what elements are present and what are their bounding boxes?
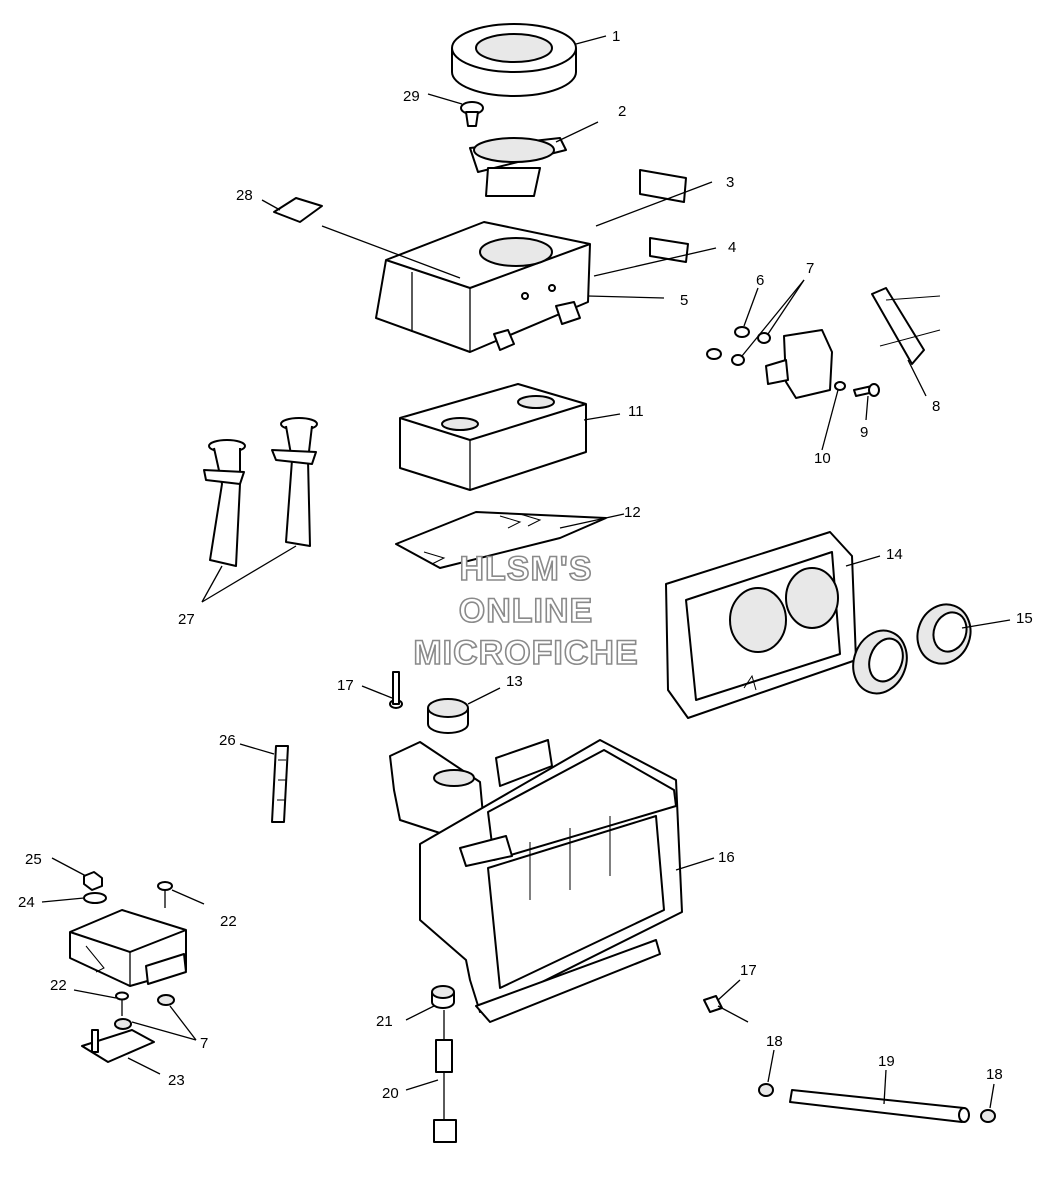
part-21-grommet — [431, 985, 455, 1009]
callout-7-lower: 7 — [200, 1035, 208, 1052]
leader-lines — [41, 35, 1011, 1109]
callout-6: 6 — [756, 272, 764, 289]
watermark-line-2: ONLINE — [459, 592, 593, 630]
callout-25: 25 — [25, 851, 42, 868]
part-22-screw-upper — [157, 881, 173, 908]
callout-14: 14 — [886, 546, 903, 563]
part-10-washer — [834, 381, 846, 391]
part-7-washers-upper — [731, 332, 771, 366]
part-2-intake-adapter — [469, 137, 567, 197]
part-3-decal — [639, 169, 687, 203]
callout-7-upper: 7 — [806, 260, 814, 277]
callout-11: 11 — [628, 403, 644, 420]
callout-28: 28 — [236, 187, 253, 204]
callout-21: 21 — [376, 1013, 393, 1030]
part-27-intake-tubes — [203, 417, 318, 567]
part-16-airbox — [389, 739, 683, 1023]
part-14-filter-frame — [665, 531, 857, 719]
part-8-bracket — [765, 287, 941, 399]
callout-23: 23 — [168, 1072, 185, 1089]
callout-5: 5 — [680, 292, 688, 309]
part-24-washer — [83, 892, 107, 904]
callout-20: 20 — [382, 1085, 399, 1102]
callout-8: 8 — [932, 398, 940, 415]
part-5-airbox-cover — [375, 221, 591, 353]
part-29-rivet — [460, 101, 484, 127]
callout-18-left: 18 — [766, 1033, 783, 1050]
watermark: HLSM'S ONLINE MICROFICHE — [413, 549, 639, 673]
part-6-spacers — [706, 326, 750, 360]
callout-22-left: 22 — [50, 977, 67, 994]
part-15-couplers — [852, 603, 972, 695]
part-18-clamps — [758, 1083, 996, 1123]
callout-19: 19 — [878, 1053, 895, 1070]
callout-2: 2 — [618, 103, 626, 120]
part-17-pin-upper — [389, 671, 403, 709]
watermark-line-1: HLSM'S — [459, 550, 592, 588]
callout-9: 9 — [860, 424, 868, 441]
part-11-filter-foam — [399, 383, 587, 491]
part-13-cap — [427, 698, 469, 734]
part-9-bolt — [853, 383, 880, 397]
callout-17-upper: 17 — [337, 677, 354, 694]
callout-22-right: 22 — [220, 913, 237, 930]
callout-24: 24 — [18, 894, 35, 911]
callout-29: 29 — [403, 88, 420, 105]
callout-27: 27 — [178, 611, 195, 628]
part-12-filter-plate — [395, 511, 607, 569]
callout-4: 4 — [728, 239, 736, 256]
callout-17-lower: 17 — [740, 962, 757, 979]
callout-16: 16 — [718, 849, 735, 866]
watermark-line-3: MICROFICHE — [413, 634, 638, 672]
callout-26: 26 — [219, 732, 236, 749]
part-26-clip — [271, 745, 289, 823]
part-25-nut — [83, 871, 103, 891]
part-1-foam-ring — [451, 23, 577, 97]
part-19-tube — [789, 1089, 970, 1123]
part-20-sensor — [433, 1010, 457, 1143]
callout-1: 1 — [612, 28, 620, 45]
part-23-bracket — [81, 1029, 155, 1063]
part-22-screw-lower — [115, 991, 129, 1016]
part-7-spacers-lower — [114, 994, 175, 1030]
part-28-decal — [273, 197, 323, 223]
callout-13: 13 — [506, 673, 523, 690]
callout-labels: 1 2 3 4 5 6 7 7 8 9 10 11 12 13 14 15 16… — [18, 28, 1033, 1102]
callout-10: 10 — [814, 450, 831, 467]
module-body — [69, 909, 187, 987]
callout-18-right: 18 — [986, 1066, 1003, 1083]
callout-3: 3 — [726, 174, 734, 191]
callout-12: 12 — [624, 504, 641, 521]
callout-15: 15 — [1016, 610, 1033, 627]
part-17-pin-lower — [703, 995, 749, 1023]
